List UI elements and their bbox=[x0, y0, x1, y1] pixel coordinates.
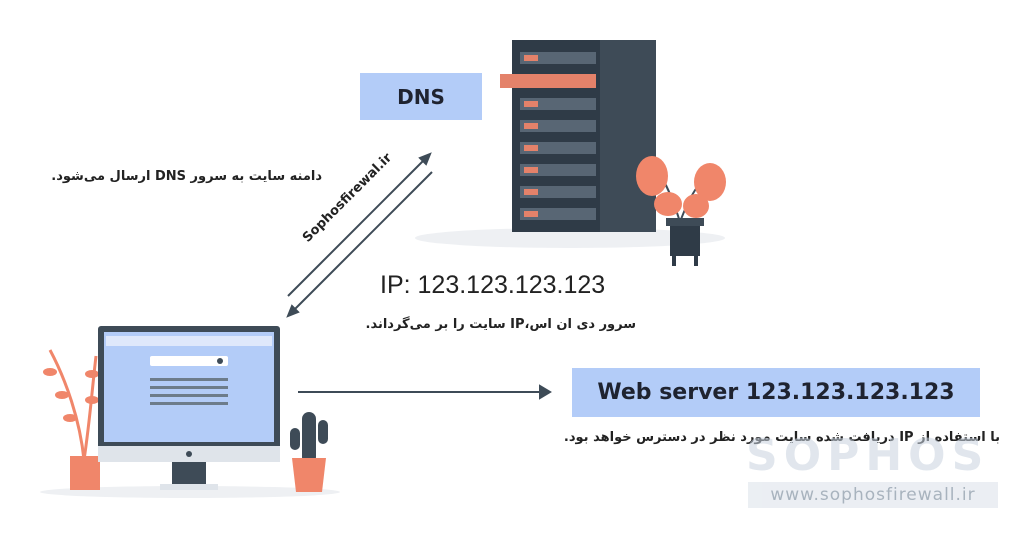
watermark-logo: SOPHOS bbox=[746, 430, 990, 481]
web-arrow bbox=[298, 384, 552, 400]
monstera-plant-icon bbox=[636, 156, 726, 266]
twig-plant-icon bbox=[43, 349, 100, 490]
server-shadow bbox=[415, 228, 725, 248]
cactus-icon bbox=[290, 412, 328, 492]
step2-text: سرور دی ان اس،IP سایت را بر می‌گرداند. bbox=[365, 317, 636, 332]
ip-address-text: IP: 123.123.123.123 bbox=[380, 271, 606, 299]
watermark-url: www.sophosfirewall.ir bbox=[748, 482, 998, 508]
web-server-label: Web server 123.123.123.123 bbox=[572, 368, 980, 417]
step3-text: با استفاده از IP دریافت شده سایت مورد نظ… bbox=[563, 430, 1000, 445]
response-arrow bbox=[286, 171, 433, 318]
dns-label: DNS bbox=[360, 73, 482, 120]
request-arrow bbox=[287, 152, 432, 297]
server-rack-icon bbox=[500, 40, 656, 232]
step1-text: دامنه سایت به سرور DNS ارسال می‌شود. bbox=[51, 169, 322, 184]
monitor-icon bbox=[98, 326, 280, 490]
monitor-shadow bbox=[40, 486, 340, 498]
